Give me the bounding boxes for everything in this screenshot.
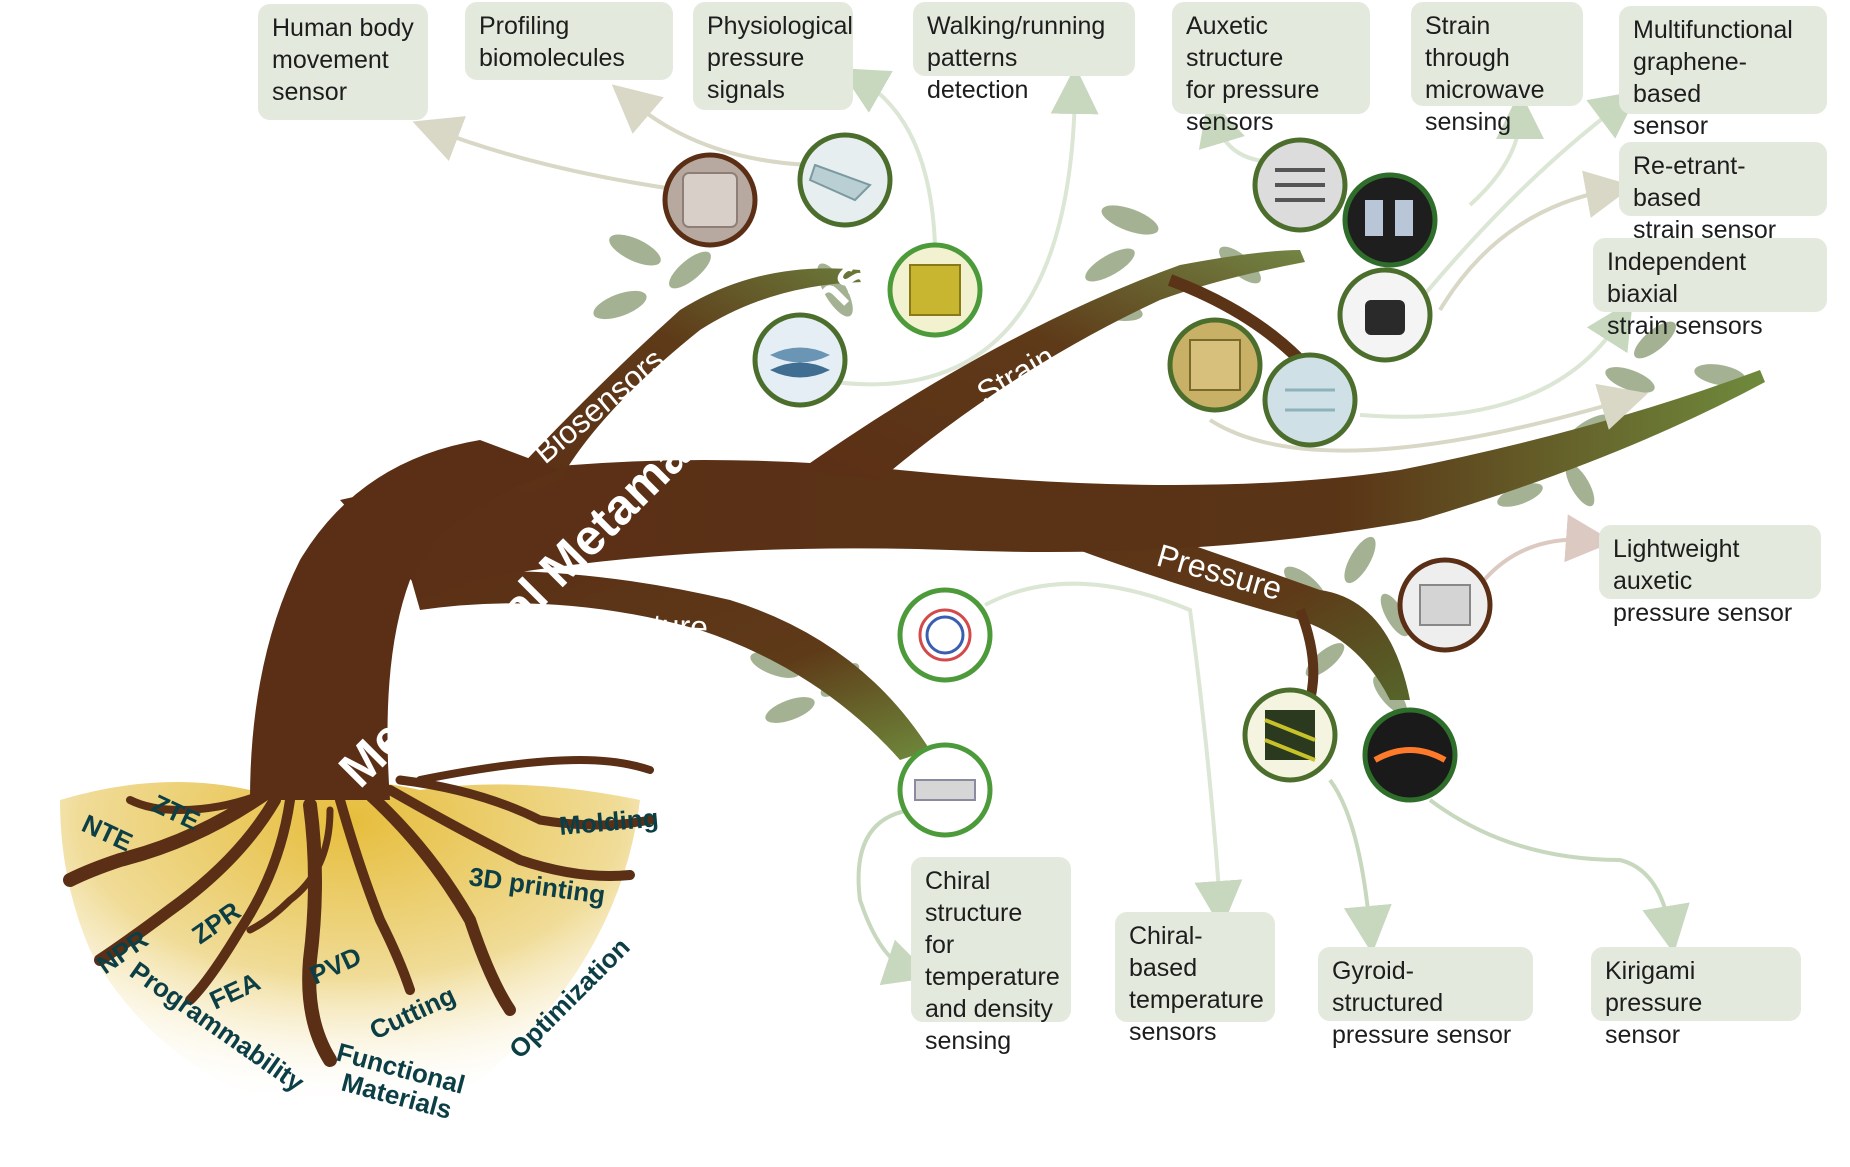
tag-lightweight-auxetic: Lightweight auxetic pressure sensor: [1599, 525, 1821, 627]
thumbnail-chiral-temperature[interactable]: [897, 587, 993, 683]
thumbnail-lightweight-auxetic[interactable]: [1397, 557, 1493, 653]
thumbnail-microwave[interactable]: [1342, 172, 1438, 268]
tag-graphene-sensor: Multifunctional graphene-based sensor: [1619, 6, 1827, 140]
thumbnail-reentrant[interactable]: [1167, 317, 1263, 413]
thumbnail-auxetic[interactable]: [1252, 137, 1348, 233]
tag-chiral-temperature: Chiral-based temperature sensors: [1115, 912, 1275, 1046]
branch-label-temperature: Temperature: [528, 603, 709, 645]
tag-profiling-biomolecules: Profiling biomolecules: [465, 2, 673, 80]
tag-reentrant-strain-sensor: Re-etrant-based strain sensor: [1619, 142, 1827, 244]
thumbnail-physiological-signals[interactable]: [887, 242, 983, 338]
branch-biosensors: [480, 268, 862, 510]
branch-strain: [800, 250, 1305, 480]
tag-auxetic-structure: Auxetic structure for pressure sensors: [1172, 2, 1370, 136]
tag-microwave-sensing: Strain through microwave sensing: [1411, 2, 1583, 136]
thumbnail-kirigami[interactable]: [1362, 707, 1458, 803]
tag-human-body-movement-sensor: Human body movement sensor: [258, 4, 428, 120]
thumbnail-graphene[interactable]: [1337, 267, 1433, 363]
soil-ground: [60, 780, 640, 1116]
tag-chiral-density: Chiral structure for temperature and den…: [911, 857, 1071, 1055]
thumbnail-gyroid[interactable]: [1242, 687, 1338, 783]
thumbnail-chiral-density[interactable]: [897, 742, 993, 838]
tag-physiological-pressure-signals: Physiological pressure signals: [693, 2, 853, 110]
trunk: [250, 440, 560, 800]
connectors: [412, 66, 1690, 986]
thumbnail-walking-patterns[interactable]: [752, 312, 848, 408]
thumbnail-biaxial[interactable]: [1262, 352, 1358, 448]
tag-gyroid-pressure: Gyroid-structured pressure sensor: [1318, 947, 1533, 1049]
tag-biaxial-strain-sensors: Independent biaxial strain sensors: [1593, 238, 1827, 340]
roots: [63, 755, 655, 1067]
thumbnail-human-body[interactable]: [662, 152, 758, 248]
tag-walking-running-patterns: Walking/running patterns detection: [913, 2, 1135, 104]
branch-main: [340, 370, 1765, 590]
branch-temperature: [410, 570, 930, 760]
tag-kirigami-pressure: Kirigami pressure sensor: [1591, 947, 1801, 1049]
thumbnail-profiling-biomolecules[interactable]: [797, 132, 893, 228]
